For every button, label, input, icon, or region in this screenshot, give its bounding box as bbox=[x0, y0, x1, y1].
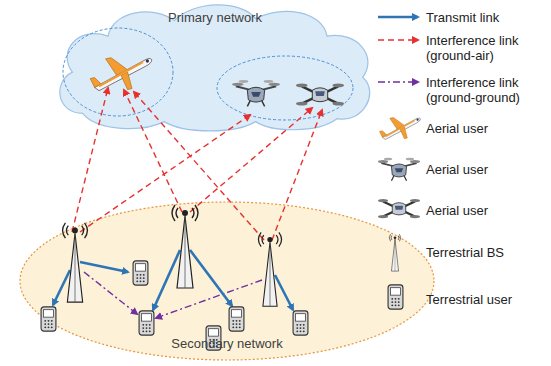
legend-text: Aerial user bbox=[426, 162, 548, 177]
legend-text: Transmit link bbox=[426, 10, 548, 25]
legend-text: Aerial user bbox=[426, 121, 548, 136]
legend-text: Terrestrial user bbox=[426, 292, 548, 307]
legend-text: Interference link (ground-air) bbox=[426, 33, 548, 63]
legend-text: Interference link (ground-ground) bbox=[426, 75, 548, 105]
network-label: Primary network bbox=[168, 10, 262, 25]
legend-text: Terrestrial BS bbox=[426, 245, 548, 260]
network-label: Secondary network bbox=[171, 336, 282, 351]
legend-text: Aerial user bbox=[426, 203, 548, 218]
